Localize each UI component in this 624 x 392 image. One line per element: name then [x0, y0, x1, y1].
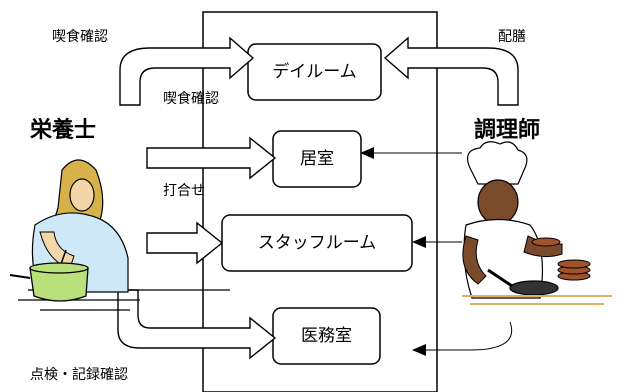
- cook-to-staff-room-arrowhead: [412, 236, 426, 248]
- dayroom-label: デイルーム: [272, 62, 357, 82]
- eating-check-mid-label: 喫食確認: [163, 91, 219, 107]
- dietitian-to-staff-room-arrow: [146, 221, 224, 265]
- serving-label: 配膳: [498, 29, 526, 45]
- eating-check-arrow: [119, 36, 255, 106]
- dietitian-illustration: [9, 159, 230, 311]
- dietitian-label: 栄養士: [30, 118, 97, 143]
- central-column: [202, 11, 438, 392]
- staff-room-label: スタッフルーム: [257, 233, 377, 253]
- eating-check-top-label: 喫食確認: [52, 29, 108, 45]
- inspection-label: 点検・記録確認: [30, 367, 128, 383]
- inspection-arrow: [117, 289, 277, 360]
- serving-arrow: [383, 36, 519, 106]
- medical-office-label: 医務室: [301, 326, 352, 346]
- cook-illustration: [462, 141, 612, 305]
- living-room-label: 居室: [300, 149, 334, 169]
- cook-to-living-room-arrowhead: [360, 147, 374, 159]
- cook-to-medical-office-arrowhead: [412, 344, 426, 356]
- cook-label: 調理師: [474, 118, 541, 143]
- meeting-label: 打合せ: [163, 183, 205, 199]
- dayroom-box: [247, 43, 382, 101]
- dietitian-to-living-room-arrow: [146, 136, 277, 180]
- cook-to-medical-office-line: [424, 321, 512, 351]
